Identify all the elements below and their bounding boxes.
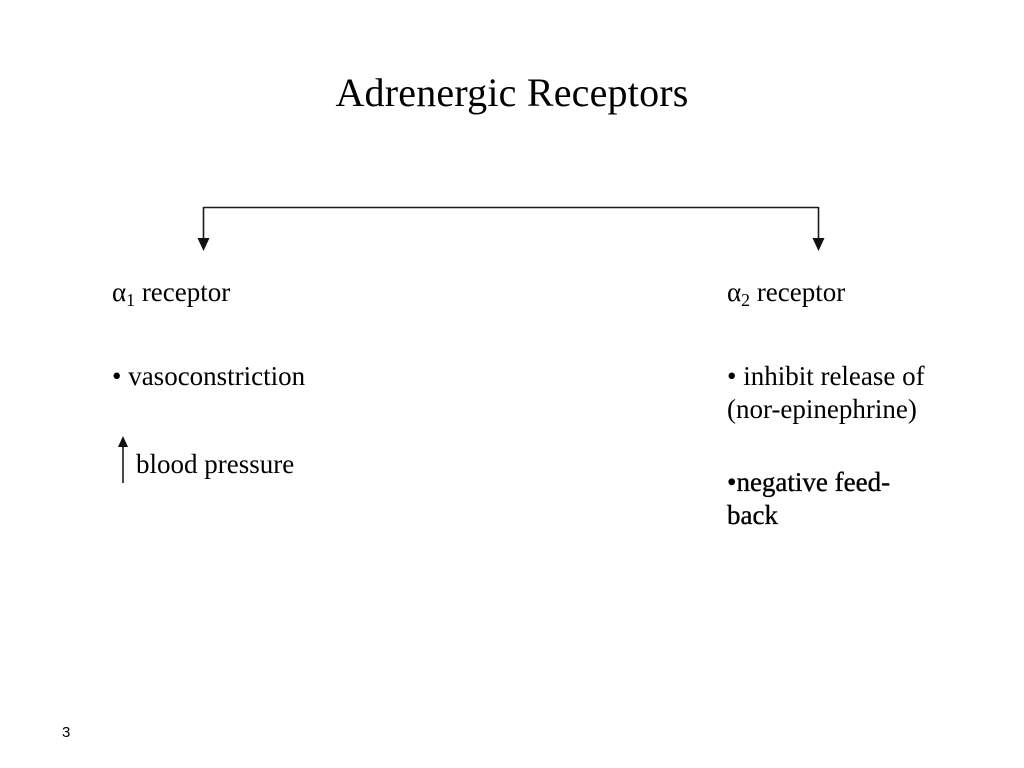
- alpha1-heading: α1 receptor: [112, 276, 442, 312]
- alpha2-bullet-negative-feedback: •negative feed- back: [727, 466, 1012, 532]
- blood-pressure-label: blood pressure: [136, 449, 295, 479]
- slide-number: 3: [62, 724, 71, 741]
- alpha1-heading-subscript: 1: [126, 289, 136, 310]
- blood-pressure-row: blood pressure: [112, 433, 442, 485]
- alpha1-receptor-column: α1 receptor • vasoconstriction blood pre…: [112, 276, 442, 485]
- alpha1-bullet-vasoconstriction: • vasoconstriction: [112, 361, 306, 391]
- alpha2-heading: α2 receptor: [727, 276, 1012, 312]
- spacer: [112, 312, 442, 360]
- alpha1-heading-suffix: receptor: [135, 277, 231, 307]
- alpha2-bullet-negative-feedback-line1: •negative feed-: [727, 467, 891, 497]
- alpha2-bullet-inhibit-release-line2: (nor-epinephrine): [727, 394, 917, 424]
- page-title: Adrenergic Receptors: [335, 70, 689, 115]
- bracket-right-arrowhead: [812, 238, 825, 251]
- alpha2-bullet-inhibit-release: • inhibit release of (nor-epinephrine): [727, 360, 1012, 426]
- spacer: [727, 312, 1012, 360]
- up-arrow-icon: [112, 435, 136, 485]
- bracket-connector: [190, 198, 835, 260]
- up-arrow-icon-graphic: [118, 436, 128, 483]
- bracket-connector-graphic: [197, 206, 825, 251]
- alpha2-heading-suffix: receptor: [750, 277, 846, 307]
- spacer: [112, 393, 442, 433]
- alpha1-heading-symbol: α: [112, 277, 127, 307]
- alpha2-receptor-column: α2 receptor • inhibit release of (nor-ep…: [727, 276, 1012, 532]
- alpha2-bullet-inhibit-release-line1: • inhibit release of: [727, 361, 925, 391]
- alpha2-heading-symbol: α: [727, 277, 742, 307]
- bracket-left-arrowhead: [197, 238, 210, 251]
- up-arrow-head: [118, 436, 128, 447]
- alpha2-heading-subscript: 2: [741, 289, 751, 310]
- alpha2-bullet-negative-feedback-line2: back: [727, 500, 778, 530]
- spacer: [727, 426, 1012, 466]
